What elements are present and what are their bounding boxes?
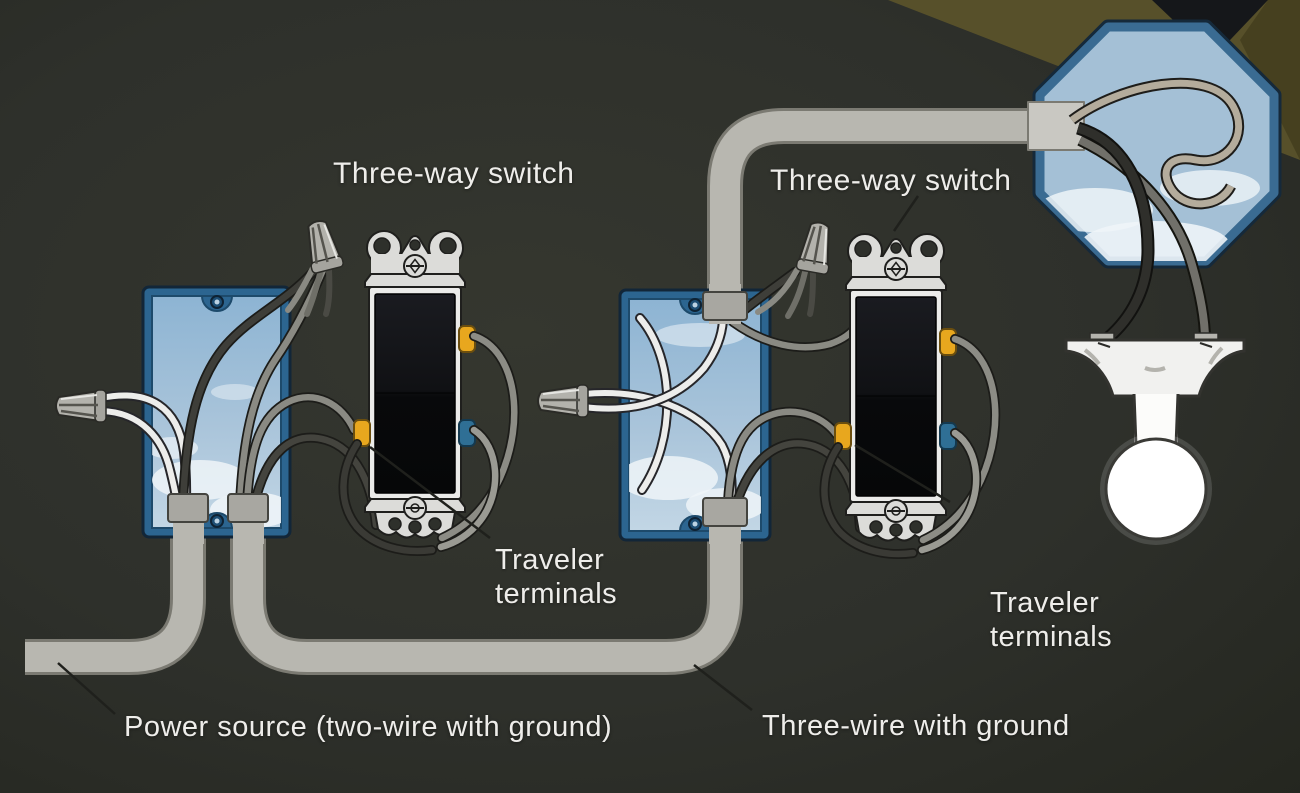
three-wire-conduit: [230, 505, 743, 675]
octagon-cable-connector: [1027, 101, 1085, 151]
label-three-way-switch-1: Three-way switch: [333, 157, 575, 190]
terminal-wire-loops: [338, 331, 1001, 559]
leader-traveler2: [854, 443, 951, 504]
light-fixture: [1064, 332, 1246, 545]
white-wire: [581, 317, 726, 412]
traveler-wire: [821, 443, 917, 558]
label-traveler-terminals-2: Traveler terminals: [990, 586, 1112, 654]
black-cable: [1076, 123, 1153, 346]
cable-clamp: [167, 493, 209, 523]
leader-power-source: [57, 662, 116, 715]
three-way-switch-2: [845, 233, 947, 542]
conduits: [25, 101, 1085, 675]
label-line: terminals: [495, 578, 618, 611]
label-three-way-switch-2: Three-way switch: [770, 164, 1012, 197]
gray-wire: [236, 266, 327, 508]
leader-three-wire: [693, 664, 753, 711]
label-line: Traveler: [495, 544, 605, 576]
light-bulb: [1104, 437, 1208, 541]
common-wire: [437, 426, 499, 551]
traveler-wire: [919, 335, 999, 544]
cable-clamp: [702, 497, 748, 527]
three-way-switch-1: [364, 230, 466, 539]
bulb-neck: [1134, 394, 1178, 446]
label-line: Traveler: [990, 587, 1100, 619]
cable-clamp: [702, 291, 748, 321]
label-traveler-terminals-1: Traveler terminals: [495, 543, 617, 611]
traveler-wire: [724, 408, 840, 506]
cable-clamp: [227, 493, 269, 523]
leader-traveler1: [369, 446, 491, 539]
wires-box2: [579, 267, 865, 533]
traveler-wire: [243, 394, 358, 508]
switch-to-light-conduit: [707, 108, 1042, 300]
common-wire: [918, 429, 980, 554]
leader-switch2: [892, 195, 920, 232]
label-three-wire: Three-wire with ground: [762, 710, 1070, 742]
power-source-conduit: [25, 505, 206, 675]
leader-lines: [57, 195, 951, 715]
bare-ground-wire: [1069, 79, 1242, 208]
traveler-wire: [340, 440, 436, 555]
label-power-source: Power source (two-wire with ground): [124, 711, 613, 743]
label-line: terminals: [990, 621, 1113, 654]
fixture-cables: [1068, 77, 1244, 348]
cable-clamps: [167, 284, 748, 544]
dark-wire: [179, 262, 322, 508]
